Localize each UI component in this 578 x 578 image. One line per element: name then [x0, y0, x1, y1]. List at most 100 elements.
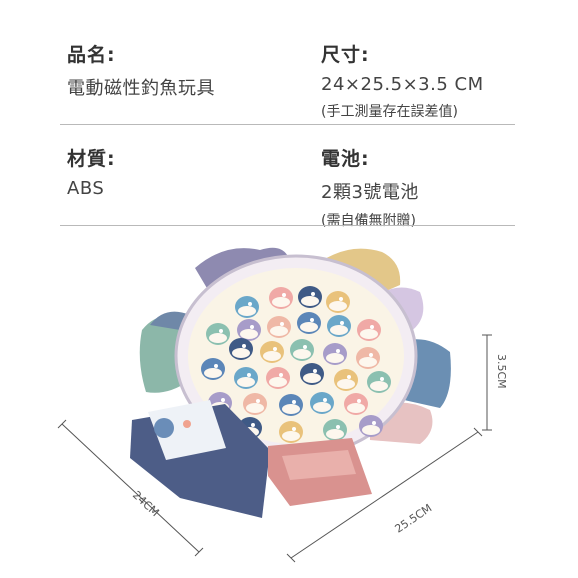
- fish-mouth: [240, 329, 258, 339]
- divider: [60, 124, 515, 125]
- fish-eye: [339, 297, 343, 301]
- fish-mouth: [269, 377, 287, 387]
- fish-piece: [327, 315, 351, 337]
- fish-eye: [242, 344, 246, 348]
- fish-piece: [323, 343, 347, 365]
- fish-eye: [357, 399, 361, 403]
- fish-mouth: [263, 351, 281, 361]
- fish-mouth: [330, 325, 348, 335]
- fish-eye: [282, 293, 286, 297]
- fish-eye: [250, 325, 254, 329]
- fish-mouth: [209, 333, 227, 343]
- fish-mouth: [246, 403, 264, 413]
- fish-piece: [235, 296, 259, 318]
- fish-eye: [292, 400, 296, 404]
- fish-mouth: [272, 297, 290, 307]
- fish-mouth: [232, 348, 250, 358]
- fish-piece: [290, 339, 314, 361]
- material-value: ABS: [67, 178, 105, 199]
- fish-piece: [279, 394, 303, 416]
- fish-eye: [340, 321, 344, 325]
- fish-mouth: [326, 353, 344, 363]
- fish-piece: [201, 358, 225, 380]
- fish-eye: [313, 369, 317, 373]
- fish-eye: [372, 421, 376, 425]
- fish-mouth: [237, 377, 255, 387]
- dimension-lines: [57, 334, 492, 563]
- front-tray: [268, 438, 372, 506]
- dimension-depth-label: 25.5CM: [393, 502, 435, 536]
- fish-piece: [326, 291, 350, 313]
- fish-eye: [214, 364, 218, 368]
- battery-value: 2顆3號電池: [321, 182, 419, 203]
- bubble-icon: [183, 420, 191, 428]
- fish-eye: [279, 373, 283, 377]
- fish-mouth: [362, 425, 380, 435]
- fish-eye: [369, 353, 373, 357]
- fish-piece: [310, 392, 334, 414]
- fish-eye: [347, 375, 351, 379]
- fish-mouth: [293, 349, 311, 359]
- fish-eye: [323, 398, 327, 402]
- fish-mouth: [282, 431, 300, 441]
- fish-mouth: [238, 306, 256, 316]
- fish-piece: [234, 367, 258, 389]
- fish-piece: [357, 319, 381, 341]
- dimension-width-label: 24CM: [130, 488, 162, 519]
- fish-piece: [237, 319, 261, 341]
- fish-piece: [266, 367, 290, 389]
- octopus-icon: [154, 418, 174, 438]
- fish-mouth: [347, 403, 365, 413]
- battery-base: [130, 400, 270, 518]
- divider: [60, 225, 515, 226]
- dimension-height-label: 3.5CM: [495, 354, 508, 389]
- spec-material: 材質: ABS: [67, 144, 116, 199]
- fish-piece: [334, 369, 358, 391]
- fish-piece: [367, 371, 391, 393]
- fish-eye: [336, 349, 340, 353]
- battery-label: 電池:: [321, 148, 370, 170]
- product-name-label: 品名:: [67, 44, 116, 66]
- fish-mouth: [326, 429, 344, 439]
- tray-pink-inner: [282, 450, 356, 480]
- material-label: 材質:: [67, 148, 116, 170]
- fish-mouth: [337, 379, 355, 389]
- base-label-card: [148, 400, 226, 460]
- fish-rows: [201, 286, 391, 443]
- product-name-value: 電動磁性釣魚玩具: [67, 78, 215, 99]
- fish-mouth: [360, 329, 378, 339]
- fish-mouth: [300, 322, 318, 332]
- fish-eye: [336, 425, 340, 429]
- fish-mouth: [301, 296, 319, 306]
- fish-eye: [380, 377, 384, 381]
- fish-piece: [359, 415, 383, 437]
- fish-eye: [280, 322, 284, 326]
- fish-piece: [298, 286, 322, 308]
- fish-piece: [267, 316, 291, 338]
- fish-eye: [247, 373, 251, 377]
- fish-piece: [297, 312, 321, 334]
- fish-eye: [311, 292, 315, 296]
- fish-eye: [256, 399, 260, 403]
- size-label: 尺寸:: [321, 44, 370, 66]
- fish-mouth: [370, 381, 388, 391]
- fish-eye: [248, 302, 252, 306]
- fish-mouth: [303, 373, 321, 383]
- fish-eye: [273, 347, 277, 351]
- fish-piece: [300, 363, 324, 385]
- fish-mouth: [204, 368, 222, 378]
- fish-mouth: [329, 301, 347, 311]
- fish-piece: [206, 323, 230, 345]
- fish-piece: [229, 338, 253, 360]
- fish-eye: [251, 423, 255, 427]
- fish-piece: [344, 393, 368, 415]
- spec-product-name: 品名: 電動磁性釣魚玩具: [67, 40, 215, 100]
- fish-piece: [323, 419, 347, 441]
- fish-piece: [356, 347, 380, 369]
- fish-eye: [292, 427, 296, 431]
- fish-eye: [310, 318, 314, 322]
- spec-size: 尺寸: 24×25.5×3.5 CM (手工測量存在誤差值): [321, 40, 484, 121]
- fish-piece: [260, 341, 284, 363]
- fish-eye: [303, 345, 307, 349]
